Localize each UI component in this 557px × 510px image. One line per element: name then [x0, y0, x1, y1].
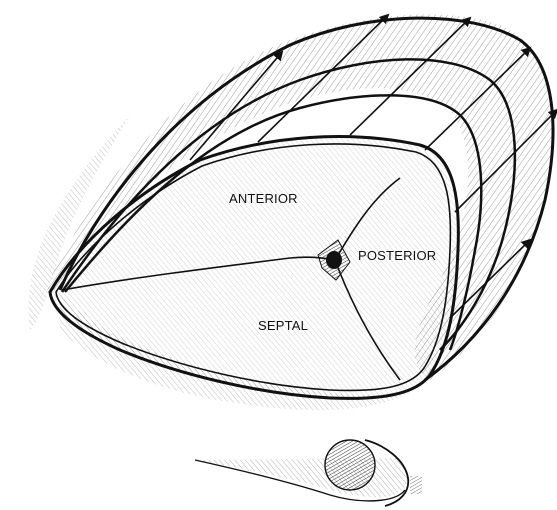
vessel-orifice: [325, 440, 375, 490]
label-septal: SEPTAL: [258, 318, 308, 333]
label-anterior: ANTERIOR: [229, 191, 298, 206]
label-posterior: POSTERIOR: [358, 248, 436, 263]
artist-signature: [410, 476, 422, 494]
coronary-sinus-sketch: [195, 440, 408, 506]
coaptation-point: [326, 251, 342, 269]
